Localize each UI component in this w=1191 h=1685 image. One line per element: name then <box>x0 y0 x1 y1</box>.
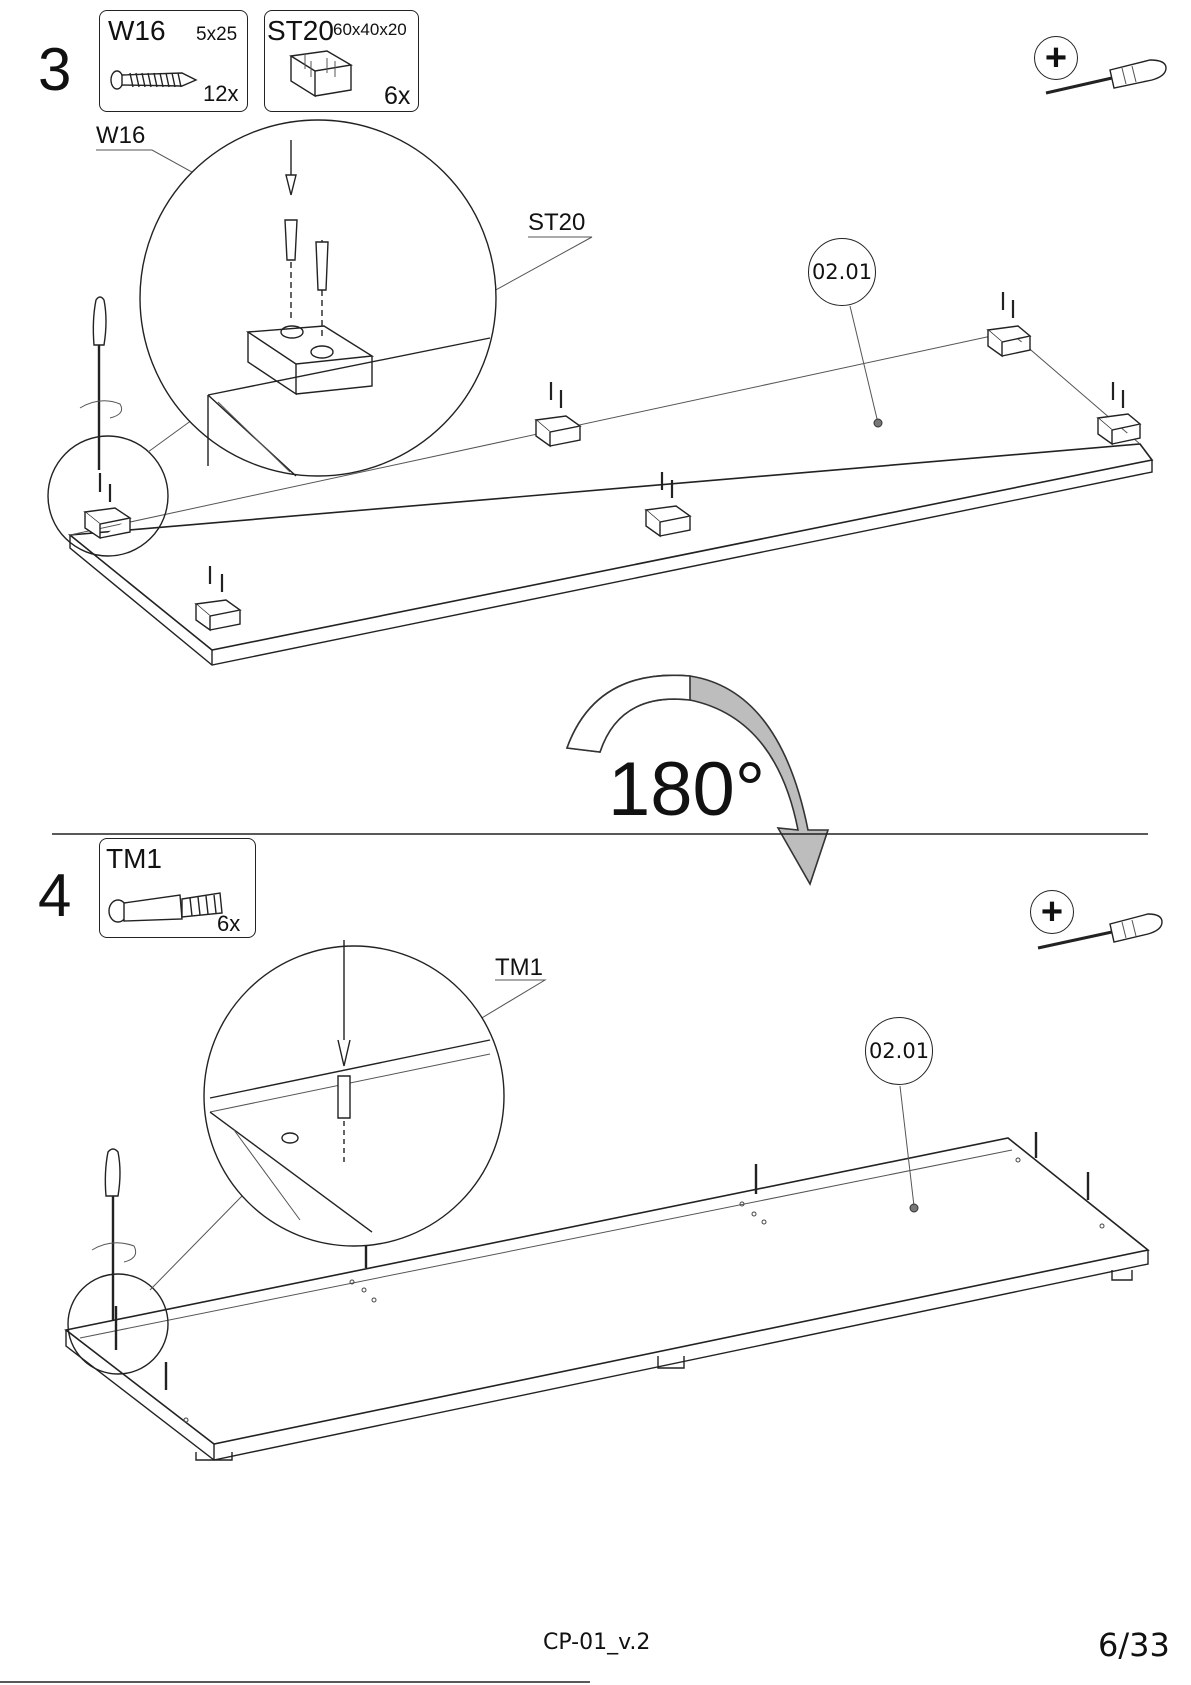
footer-rule <box>0 0 1191 1685</box>
